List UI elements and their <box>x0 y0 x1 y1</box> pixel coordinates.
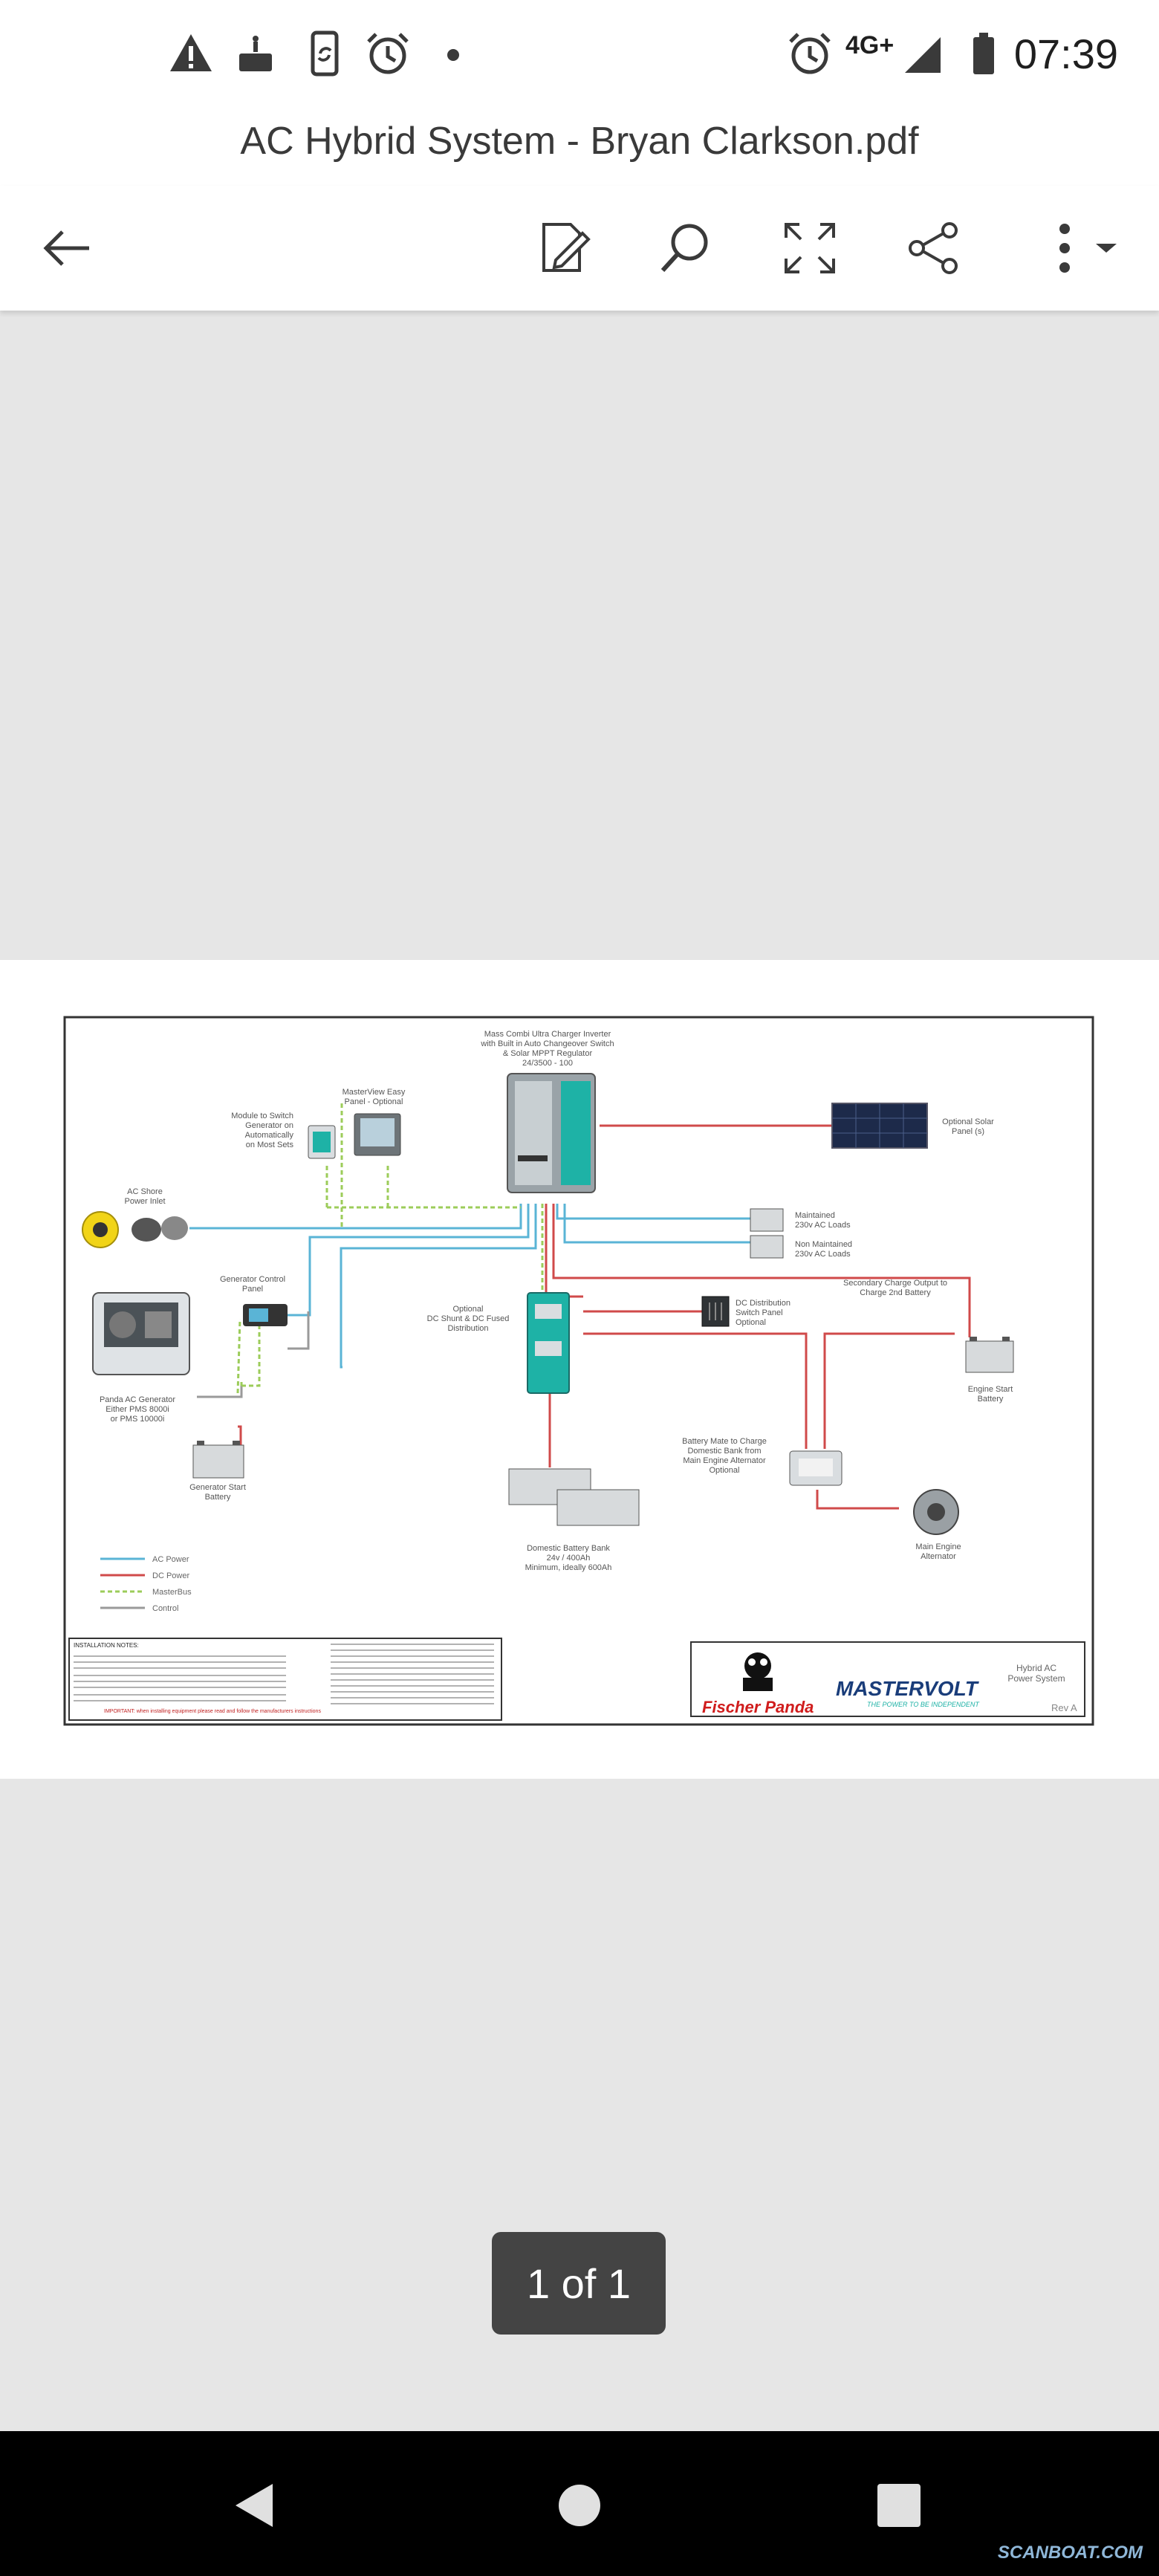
engine-start-battery <box>965 1337 1014 1373</box>
nav-recents-button[interactable] <box>862 2468 936 2543</box>
mastervolt-tagline: THE POWER TO BE INDEPENDENT <box>867 1701 980 1708</box>
back-button[interactable] <box>30 211 104 285</box>
legend-masterbus: MasterBus <box>152 1588 192 1597</box>
generator-control-panel <box>243 1304 288 1326</box>
share-button[interactable] <box>897 211 972 285</box>
back-arrow-icon <box>43 230 89 266</box>
fullscreen-button[interactable] <box>773 211 847 285</box>
fullscreen-icon <box>785 223 835 273</box>
battery-icon <box>973 33 994 74</box>
inverter-unit <box>507 1073 596 1193</box>
battery-mate <box>789 1450 843 1486</box>
scanboat-watermark: SCANBOAT.COM <box>997 2543 1143 2563</box>
maintained-loads <box>750 1208 784 1232</box>
search-icon <box>660 224 708 273</box>
edit-button[interactable] <box>526 211 600 285</box>
toolbar <box>0 186 1159 311</box>
clock: 07:39 <box>1013 30 1118 77</box>
home-circle-icon <box>559 2485 600 2526</box>
signal-icon <box>905 37 941 73</box>
network-type: 4G+ <box>845 31 895 59</box>
switch-module <box>308 1125 336 1159</box>
navigation-bar <box>0 2431 1159 2576</box>
shore-inlet <box>82 1211 188 1248</box>
nav-back-button[interactable] <box>218 2468 293 2543</box>
fischer-panda-logo: Fischer Panda <box>702 1698 814 1716</box>
title-bar: AC Hybrid System - Bryan Clarkson.pdf <box>0 111 1159 186</box>
installation-notes: INSTALLATION NOTES: IMPORTANT: when inst… <box>68 1638 502 1721</box>
status-bar: 4G+ 07:39 <box>0 0 1159 111</box>
mastervolt-logo: MASTERVOLT <box>836 1677 980 1700</box>
back-triangle-icon <box>236 2484 273 2527</box>
dot-icon <box>447 49 459 61</box>
share-icon <box>909 222 958 274</box>
document-title: AC Hybrid System - Bryan Clarkson.pdf <box>240 120 919 163</box>
panda-generator <box>92 1292 190 1375</box>
revision-label: Rev A <box>1051 1702 1077 1713</box>
title-block: Fischer Panda MASTERVOLT THE POWER TO BE… <box>690 1641 1085 1717</box>
warning-icon <box>170 34 212 71</box>
search-button[interactable] <box>648 211 722 285</box>
non-maintained-loads <box>750 1235 784 1259</box>
dc-distribution-panel <box>701 1296 730 1327</box>
edit-icon <box>542 223 591 272</box>
dc-shunt-distribution <box>527 1292 570 1394</box>
phone-sync-icon <box>311 30 339 77</box>
page-indicator: 1 of 1 <box>492 2232 666 2335</box>
legend-control: Control <box>152 1604 178 1613</box>
legend: AC Power DC Power MasterBus Control <box>100 1555 192 1613</box>
legend-ac-power: AC Power <box>152 1555 189 1564</box>
solar-panel <box>831 1103 928 1149</box>
cake-icon <box>239 36 272 71</box>
svg-text:INSTALLATION NOTES:: INSTALLATION NOTES: <box>74 1642 139 1649</box>
alarm-icon <box>367 33 409 74</box>
masterview-panel <box>354 1113 401 1156</box>
recents-square-icon <box>877 2484 921 2527</box>
more-icon <box>1059 224 1117 273</box>
legend-dc-power: DC Power <box>152 1571 189 1580</box>
more-options-button[interactable] <box>1025 211 1129 285</box>
domestic-battery-bank <box>508 1468 640 1526</box>
generator-start-battery <box>192 1441 244 1479</box>
svg-text:IMPORTANT: when installing equ: IMPORTANT: when installing equipment ple… <box>104 1709 321 1714</box>
nav-home-button[interactable] <box>542 2468 617 2543</box>
alarm-icon <box>789 33 831 74</box>
main-engine-alternator <box>913 1489 959 1535</box>
